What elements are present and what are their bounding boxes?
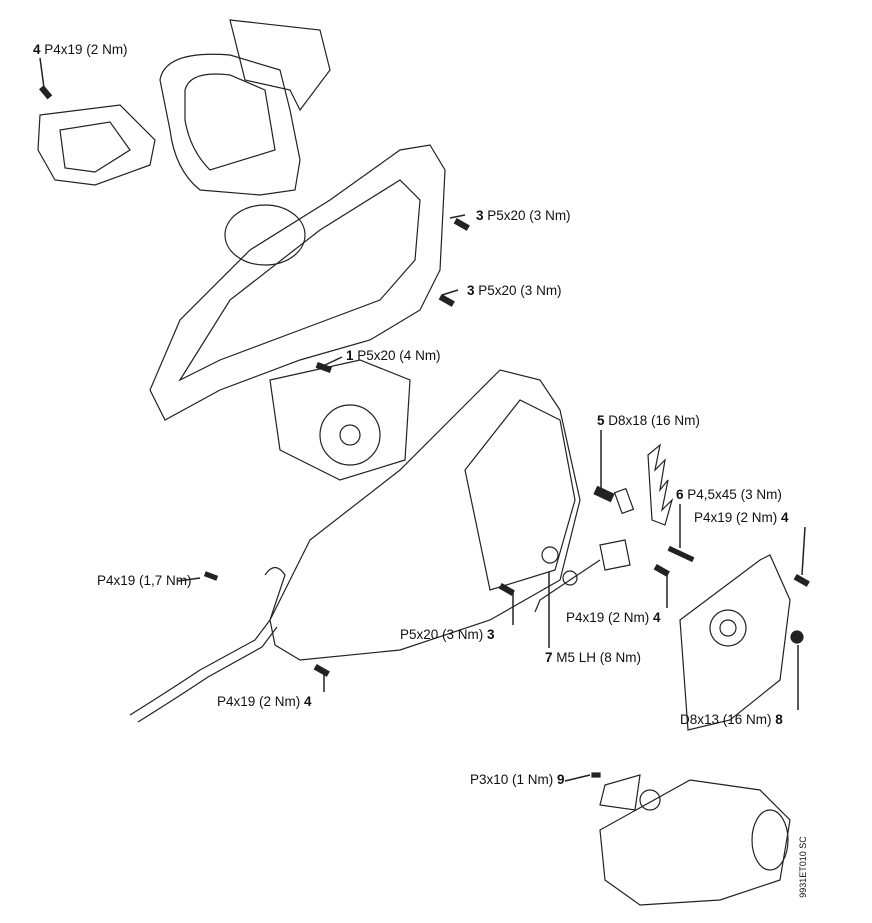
callout-label-5: 5 D8x18 (16 Nm) — [597, 413, 700, 429]
callout-text: P4x19 (2 Nm) — [44, 42, 128, 57]
callout-label-8: D8x13 (16 Nm) 8 — [680, 712, 783, 728]
callout-text: M5 LH (8 Nm) — [556, 650, 642, 665]
sprocket-cover-part — [599, 774, 791, 906]
callout-text: P4x19 (2 Nm) — [694, 510, 778, 525]
screws — [38, 85, 810, 778]
callout-number: 8 — [775, 712, 783, 727]
callout-text: P5x20 (3 Nm) — [400, 627, 484, 642]
callout-number: 5 — [597, 413, 605, 428]
callout-label-4-brake: P4x19 (2 Nm) 4 — [566, 610, 661, 626]
side-plate-part — [679, 554, 791, 731]
callout-number: 6 — [676, 487, 684, 502]
drawing-reference-id: 9931ET010 SC — [797, 836, 808, 898]
callout-number: 1 — [346, 348, 354, 363]
callout-label-3-lower: P5x20 (3 Nm) 3 — [400, 627, 495, 643]
callout-text: P4x19 (1,7 Nm) — [97, 573, 192, 588]
callout-text: P4,5x45 (3 Nm) — [687, 487, 782, 502]
callout-label-3-middle: 3 P5x20 (3 Nm) — [467, 283, 562, 299]
callout-label-4-housing: P4x19 (2 Nm) 4 — [217, 694, 312, 710]
callout-label-3-upper: 3 P5x20 (3 Nm) — [476, 208, 571, 224]
callout-label-1: 1 P5x20 (4 Nm) — [346, 348, 441, 364]
power-cable-part — [129, 566, 286, 723]
callout-label-4-top: 4 P4x19 (2 Nm) — [33, 42, 128, 58]
callout-label-6: 6 P4,5x45 (3 Nm) — [676, 487, 782, 503]
callout-number: 9 — [557, 772, 565, 787]
motor-housing-part — [149, 144, 446, 421]
leader-lines — [39, 57, 806, 782]
callout-text: P5x20 (3 Nm) — [478, 283, 562, 298]
front-handle-part — [159, 19, 331, 196]
callout-text: P4x19 (2 Nm) — [566, 610, 650, 625]
callout-number: 4 — [653, 610, 661, 625]
callout-number: 3 — [476, 208, 484, 223]
callout-text: D8x13 (16 Nm) — [680, 712, 772, 727]
callout-text: P5x20 (4 Nm) — [357, 348, 441, 363]
callout-text: P5x20 (3 Nm) — [487, 208, 571, 223]
callout-number: 3 — [467, 283, 475, 298]
callout-label-cable-clamp: P4x19 (1,7 Nm) — [97, 573, 192, 589]
callout-number: 3 — [487, 627, 495, 642]
callout-number: 4 — [33, 42, 41, 57]
callout-label-9: P3x10 (1 Nm) 9 — [470, 772, 565, 788]
callout-text: P4x19 (2 Nm) — [217, 694, 301, 709]
callout-text: D8x18 (16 Nm) — [608, 413, 700, 428]
callout-number: 7 — [545, 650, 553, 665]
callout-label-7: 7 M5 LH (8 Nm) — [545, 650, 641, 666]
main-housing-part — [269, 369, 581, 661]
handle-cover-part — [37, 104, 156, 186]
callout-label-4-plate: P4x19 (2 Nm) 4 — [694, 510, 789, 526]
callout-number: 4 — [304, 694, 312, 709]
callout-number: 4 — [781, 510, 789, 525]
callout-text: P3x10 (1 Nm) — [470, 772, 554, 787]
motor-part — [269, 359, 411, 481]
chain-brake-parts — [534, 443, 674, 613]
